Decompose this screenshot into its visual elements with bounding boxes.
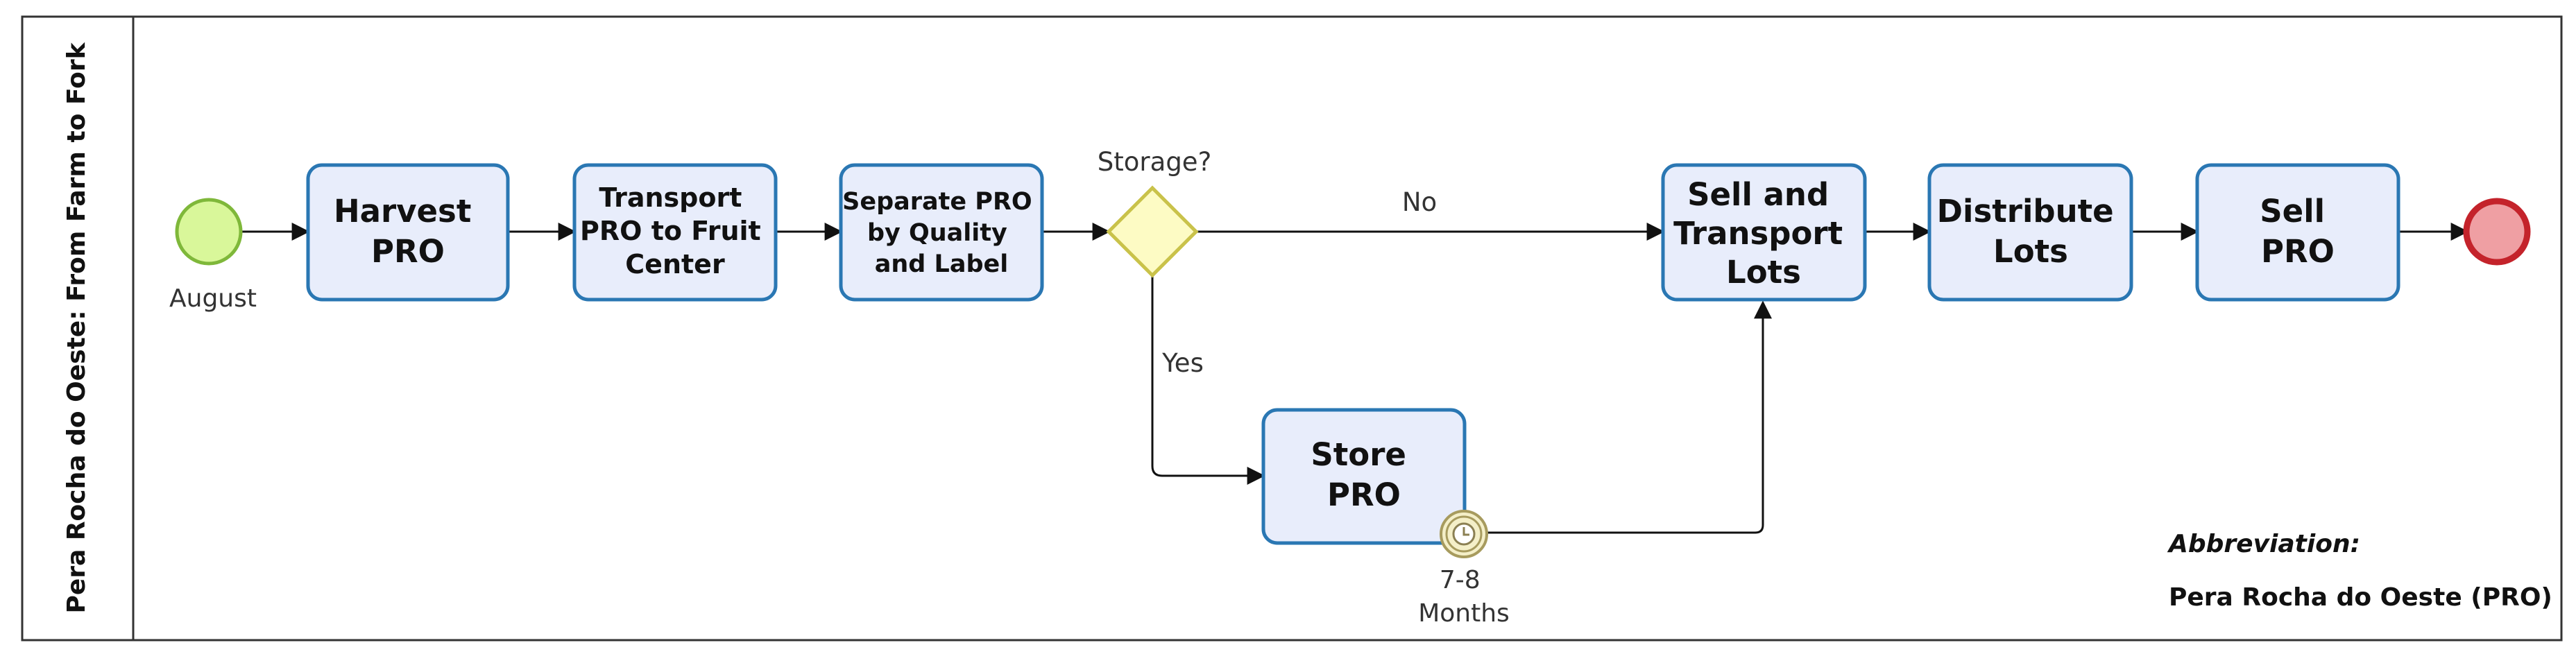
task-sell-line-1: Sell <box>2260 193 2325 230</box>
task-separate-pro[interactable]: Separate PRO by Quality and Label <box>839 163 1044 302</box>
start-event[interactable] <box>175 198 243 266</box>
task-sell-line-2: PRO <box>2261 233 2335 270</box>
gateway-label: Storage? <box>1098 147 1211 177</box>
task-transport-line-1: Transport <box>599 182 742 213</box>
flow-no-label: No <box>1402 187 1437 217</box>
timer-boundary-event[interactable] <box>1440 510 1488 558</box>
flow-timer-to-sell-transport <box>1481 300 1772 534</box>
task-store-line-1: Store <box>1311 436 1406 473</box>
task-distribute-lots[interactable]: Distribute Lots <box>1927 163 2133 302</box>
task-transport-pro[interactable]: Transport PRO to Fruit Center <box>572 163 778 302</box>
timer-line-1: 7-8 <box>1440 566 1481 594</box>
task-sell-transport-line-1: Sell and <box>1687 176 1829 213</box>
task-sell-transport-line-2: Transport <box>1673 215 1843 252</box>
svg-text:Separate PRO by Quality: Separate PRO by Quality and Label <box>842 188 1041 278</box>
task-distribute-line-2: Lots <box>1993 233 2068 270</box>
svg-text:Store PRO: Store PRO <box>1311 436 1417 513</box>
pool: Pera Rocha do Oeste: From Farm to Fork <box>21 15 2563 642</box>
task-sell-pro[interactable]: Sell PRO <box>2195 163 2400 302</box>
end-event[interactable] <box>2463 198 2531 266</box>
task-sell-transport-line-3: Lots <box>1726 254 1801 291</box>
flow-gateway-yes <box>1151 275 1265 485</box>
task-separate-line-1: Separate PRO <box>842 188 1032 216</box>
task-harvest-pro[interactable]: Harvest PRO <box>306 163 510 302</box>
abbreviation-title: Abbreviation: <box>2167 530 2360 558</box>
task-store-pro[interactable]: Store PRO <box>1261 408 1467 545</box>
start-event-label: August <box>169 284 257 313</box>
gateway-diamond <box>1106 185 1199 278</box>
svg-text:Sell and Transport: Sell and Transport Lots <box>1673 176 1854 291</box>
start-event-circle <box>175 198 243 266</box>
task-sell-and-transport-lots[interactable]: Sell and Transport Lots <box>1661 163 1867 302</box>
svg-text:Transport PRO to Fruit: Transport PRO to Fruit Center <box>580 182 770 279</box>
task-harvest-line-1: Harvest <box>334 193 471 230</box>
end-event-circle <box>2463 198 2531 266</box>
task-harvest-line-2: PRO <box>371 233 445 270</box>
timer-label: 7-8 Months <box>1418 566 1510 628</box>
task-store-line-2: PRO <box>1327 476 1401 513</box>
task-transport-line-2: PRO to Fruit <box>580 216 761 246</box>
svg-text:Sell PRO: Sell PRO <box>2260 193 2335 270</box>
svg-text:Distribute Lots: Distribute Lots <box>1937 193 2125 270</box>
abbreviation-text: Pera Rocha do Oeste (PRO) <box>2169 583 2552 612</box>
timer-line-2: Months <box>1418 599 1510 628</box>
pool-label: Pera Rocha do Oeste: From Farm to Fork <box>62 42 91 613</box>
flow-yes-label: Yes <box>1161 348 1204 378</box>
sequence-flows <box>241 223 2469 534</box>
task-separate-line-2: by Quality <box>867 219 1007 247</box>
task-transport-line-3: Center <box>625 249 725 279</box>
storage-gateway[interactable] <box>1106 185 1199 278</box>
task-distribute-line-1: Distribute <box>1937 193 2114 230</box>
task-separate-line-3: and Label <box>875 250 1008 278</box>
clock-icon <box>1452 522 1476 546</box>
svg-text:Harvest PRO: Harvest PRO <box>334 193 482 270</box>
